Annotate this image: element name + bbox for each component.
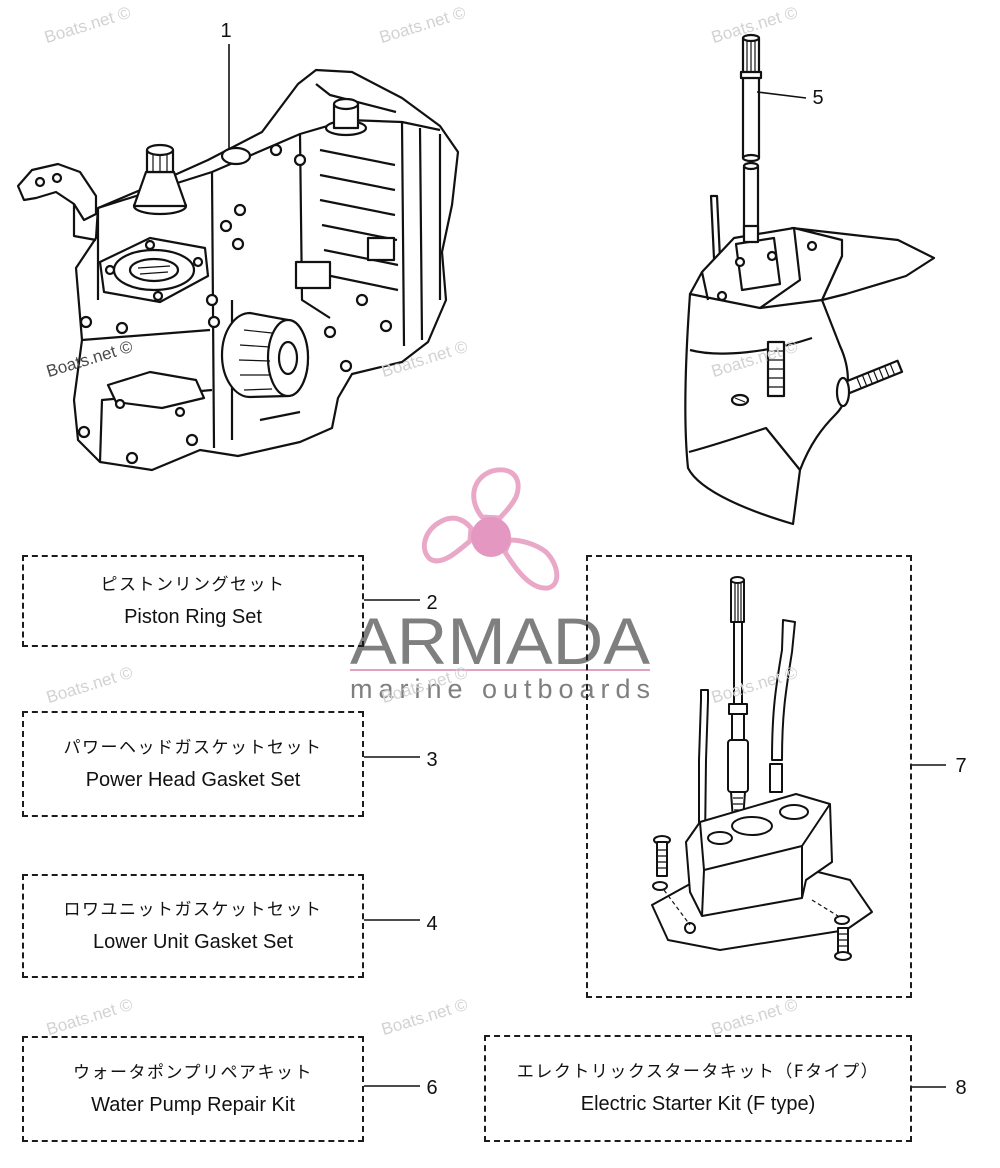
part-label-en: Power Head Gasket Set [85,768,301,791]
callout-7: 7 [955,755,966,777]
callout-numbers: 1 2 3 4 5 6 7 8 [220,20,966,1099]
callout-3: 3 [426,749,437,771]
water-intake-grille [766,340,786,398]
lower-unit-icon [684,33,936,526]
leader-lines [228,44,946,1088]
anode [730,393,750,407]
upper-casing [685,793,833,917]
bolt-right [834,915,852,961]
callout-4: 4 [426,913,437,935]
drive-shaft-housing-icon [651,576,873,961]
part-box-water-pump-repair-kit: ウォータポンプリペアキット Water Pump Repair Kit [22,1036,364,1142]
water-tube [769,619,796,793]
callout-1: 1 [220,20,231,42]
part-box-piston-ring-set: ピストンリングセット Piston Ring Set [22,555,364,647]
leader-line-5 [756,91,807,99]
callout-boss [220,146,252,166]
bolt-left [652,835,671,891]
water-pump-housing [734,236,782,292]
part-label-ja: ピストンリングセット [100,574,286,595]
callout-8: 8 [955,1077,966,1099]
top-shaft [324,97,368,137]
propeller-shaft [842,359,904,395]
engine-bolts [77,143,393,465]
callout-6: 6 [426,1077,437,1099]
logo-name: ARMADA [350,604,650,678]
part-label-en: Electric Starter Kit (F type) [580,1093,816,1115]
part-label-en: Lower Unit Gasket Set [92,930,294,953]
power-head-icon [16,68,460,472]
propeller-icon [421,467,560,591]
part-box-electric-starter-kit: エレクトリックスタータキット（Fタイプ） Electric Starter Ki… [484,1035,912,1142]
part-label-en: Water Pump Repair Kit [91,1093,295,1116]
part-box-lower-unit-gasket-set: ロワユニットガスケットセット Lower Unit Gasket Set [22,874,364,978]
part-label-ja: ウォータポンプリペアキット [73,1062,313,1083]
callout-5: 5 [812,87,823,109]
part-label-ja: パワーヘッドガスケットセット [63,737,323,758]
crankshaft-end [132,143,188,216]
engine-block [72,68,460,472]
callout-2: 2 [426,592,437,614]
part-label-ja: ロワユニットガスケットセット [63,899,323,920]
gear-case [684,292,849,526]
oil-filter [220,311,310,399]
part-label-ja: エレクトリックスタータキット（Fタイプ） [516,1062,880,1082]
driveshaft [739,33,763,163]
part-label-en: Piston Ring Set [124,605,262,628]
steering-bracket [16,162,98,222]
part-box-power-head-gasket-set: パワーヘッドガスケットセット Power Head Gasket Set [22,711,364,817]
part-box-drive-shaft-housing [586,555,912,998]
port-plate [98,236,210,304]
